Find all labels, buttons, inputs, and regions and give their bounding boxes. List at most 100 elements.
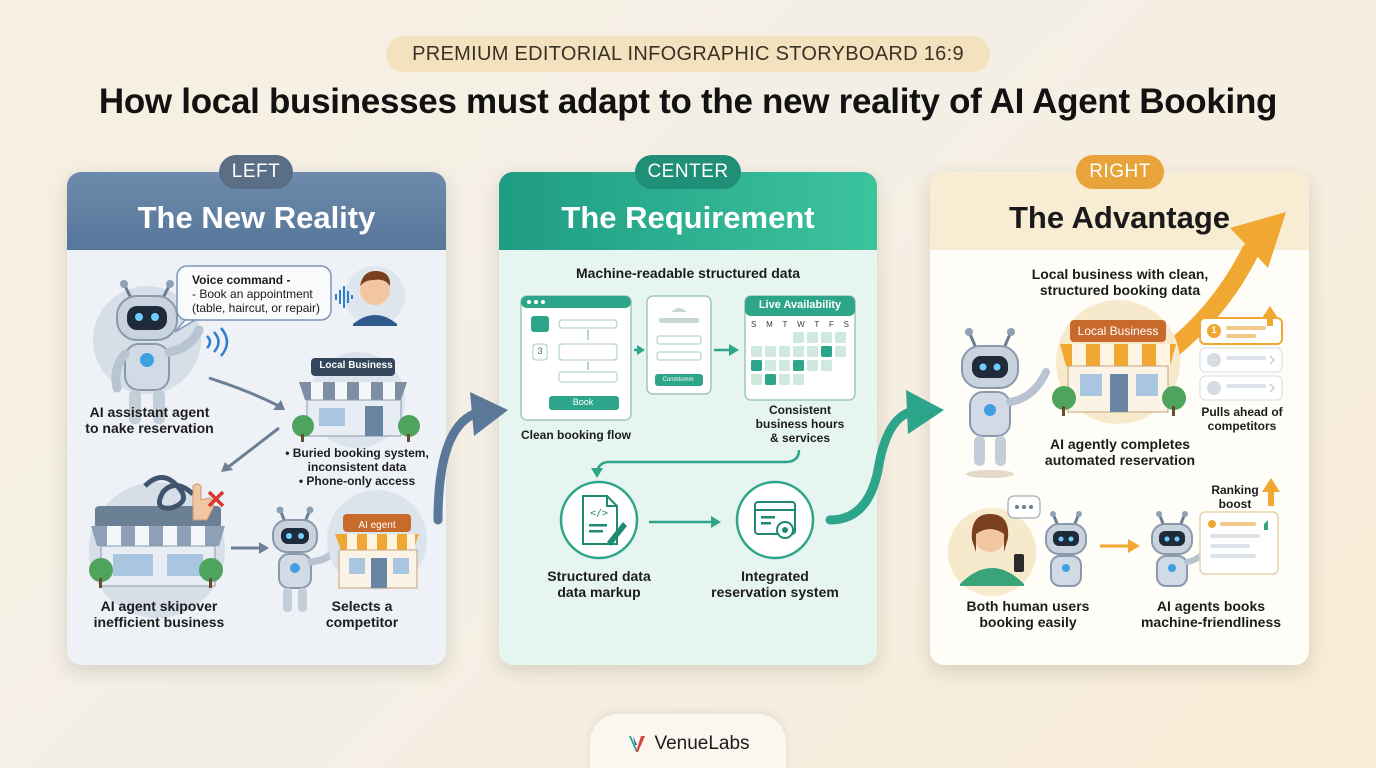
caption-line: competitor bbox=[325, 614, 399, 630]
weekday-label: S bbox=[751, 320, 757, 329]
voice-command-line: - Book an appointment bbox=[192, 287, 313, 301]
local-business-shop-icon bbox=[1052, 320, 1186, 416]
calendar-cell[interactable] bbox=[835, 332, 846, 343]
up-arrow-icon bbox=[1262, 306, 1278, 318]
connector-arrow-left bbox=[433, 409, 479, 525]
panel-title: The New Reality bbox=[137, 200, 376, 235]
calendar-cell[interactable] bbox=[751, 374, 762, 385]
chat-bubble-icon bbox=[1007, 495, 1041, 519]
voice-bubble bbox=[176, 265, 332, 321]
calendar-cell[interactable] bbox=[821, 374, 832, 385]
voice-command-text: Voice command - - Book an appointment (t… bbox=[192, 273, 342, 315]
caption-line: Integrated bbox=[741, 568, 809, 584]
tag-center: CENTER bbox=[635, 155, 741, 189]
ranking-card bbox=[1199, 511, 1279, 575]
brand-name: VenueLabs bbox=[654, 733, 750, 754]
caption-line: data markup bbox=[557, 584, 641, 600]
caption-line: AI agent skipover bbox=[100, 598, 218, 614]
calendar-cell[interactable] bbox=[765, 360, 776, 371]
calendar-cell[interactable] bbox=[779, 332, 790, 343]
page-title: How local businesses must adapt to the n… bbox=[98, 82, 1278, 121]
voice-wave-icon bbox=[335, 286, 353, 308]
voice-command-title: Voice command - bbox=[192, 273, 291, 287]
caption-line: inefficient business bbox=[93, 614, 225, 630]
weekday-label: T bbox=[782, 320, 788, 329]
calendar-cell[interactable] bbox=[793, 346, 804, 357]
robot-icon bbox=[1045, 511, 1087, 587]
calendar-cell[interactable] bbox=[835, 346, 846, 357]
integrated-system-icon bbox=[754, 501, 796, 539]
calendar-cell[interactable] bbox=[807, 332, 818, 343]
calendar-cell[interactable] bbox=[765, 374, 776, 385]
caption-line: Pulls ahead of bbox=[1201, 405, 1283, 419]
calendar-cell[interactable] bbox=[779, 374, 790, 385]
caption-line: AI agents books bbox=[1156, 598, 1266, 614]
calendar-cell[interactable] bbox=[807, 360, 818, 371]
calendar-cell[interactable] bbox=[751, 360, 762, 371]
human-user-icon bbox=[960, 514, 1024, 586]
calendar-cells bbox=[751, 332, 846, 385]
rank-number: 1 bbox=[1211, 325, 1217, 335]
tag-left: LEFT bbox=[219, 155, 293, 189]
competitor-shop-icon bbox=[335, 514, 419, 589]
competitor-caption: Selects a competitor bbox=[307, 598, 417, 630]
calendar-cell[interactable] bbox=[751, 332, 762, 343]
caption-line: competitors bbox=[1207, 419, 1277, 433]
caption-line: Ranking bbox=[1211, 483, 1259, 497]
calendar-cell[interactable] bbox=[765, 332, 776, 343]
calendar-cell[interactable] bbox=[835, 374, 846, 385]
markup-caption: Structured data data markup bbox=[519, 568, 679, 600]
calendar-cell[interactable] bbox=[765, 346, 776, 357]
robot-caption: AI assistant agent to nake reservation bbox=[67, 404, 232, 436]
book-button[interactable]: Book bbox=[572, 397, 594, 407]
confirm-button[interactable]: Conmtomm bbox=[662, 377, 694, 383]
advantage-subtitle: Local business with clean, structured bo… bbox=[990, 266, 1250, 298]
calendar-cell[interactable] bbox=[751, 346, 762, 357]
skip-caption: AI agent skipover inefficient business bbox=[67, 598, 251, 630]
calendar-cell[interactable] bbox=[793, 360, 804, 371]
calendar-cell[interactable] bbox=[793, 332, 804, 343]
human-face bbox=[360, 275, 390, 305]
caption-line: Both human users bbox=[966, 598, 1090, 614]
weekday-label: F bbox=[829, 320, 834, 329]
inefficient-business-shop-icon bbox=[89, 506, 225, 588]
caption-line: Selects a bbox=[331, 598, 393, 614]
requirement-illustration: </> bbox=[520, 295, 856, 560]
calendar-cell[interactable] bbox=[821, 360, 832, 371]
flow-caption: Clean booking flow bbox=[521, 428, 631, 442]
weekday-label: T bbox=[814, 320, 820, 329]
shop-sign: Local Business bbox=[1077, 324, 1159, 338]
issue-item: • Buried booking system, bbox=[285, 446, 429, 460]
caption-line: reservation system bbox=[711, 584, 839, 600]
calendar-cell[interactable] bbox=[807, 346, 818, 357]
robot-icon bbox=[272, 506, 341, 612]
ahead-caption: Pulls ahead of competitors bbox=[1192, 405, 1292, 433]
code-document-icon: </> bbox=[582, 495, 627, 546]
weekday-label: M bbox=[766, 320, 773, 329]
calendar-cell[interactable] bbox=[807, 374, 818, 385]
caption-line: booking easily bbox=[979, 614, 1077, 630]
shop-sign: Local Business bbox=[319, 360, 393, 371]
competitor-sign: AI egent bbox=[358, 520, 396, 531]
panel-title: The Advantage bbox=[1008, 200, 1231, 235]
panel-requirement: The Requirement bbox=[499, 172, 877, 665]
calendar-cell[interactable] bbox=[779, 360, 790, 371]
integrated-caption: Integrated reservation system bbox=[695, 568, 855, 600]
calendar-cell[interactable] bbox=[821, 332, 832, 343]
calendar-cell[interactable] bbox=[793, 374, 804, 385]
footer-brand: VenueLabs bbox=[590, 714, 786, 768]
ranking-caption: Ranking boost bbox=[1202, 483, 1268, 511]
caption-line: AI agently completes bbox=[1049, 436, 1191, 452]
caption-line: Consistent bbox=[768, 403, 831, 417]
calendar-cell[interactable] bbox=[821, 346, 832, 357]
connector-arrow-right bbox=[825, 407, 915, 525]
thumbs-up-icon bbox=[1264, 520, 1268, 530]
caption-line: Structured data bbox=[547, 568, 651, 584]
availability-title: Live Availability bbox=[758, 299, 842, 311]
advantage-illustration bbox=[948, 212, 1286, 596]
calendar-cell[interactable] bbox=[835, 360, 846, 371]
up-arrow-icon bbox=[1262, 478, 1280, 492]
issue-item: inconsistent data bbox=[307, 460, 407, 474]
calendar-cell[interactable] bbox=[779, 346, 790, 357]
